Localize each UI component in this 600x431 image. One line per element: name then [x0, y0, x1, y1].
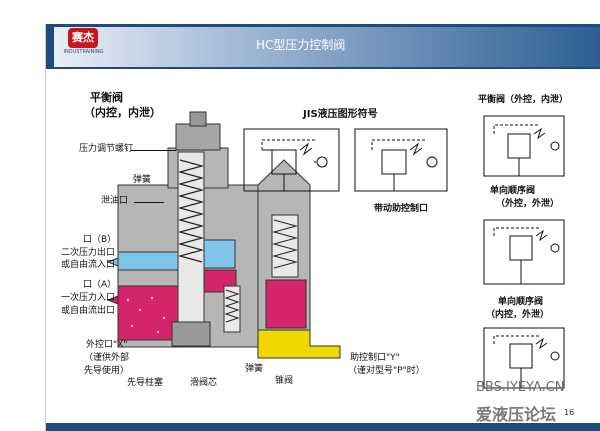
- adjust-screw: [189, 111, 207, 127]
- watermark-text: 爱液压论坛: [476, 405, 557, 424]
- pressure-chamber: [117, 285, 179, 341]
- main-spring: [177, 159, 205, 263]
- left-title-2: （内控，内泄）: [84, 106, 161, 119]
- logo-tagline: INDUSTRAINING: [63, 49, 104, 55]
- side-pressure-chamber: [265, 279, 307, 329]
- header-gradient: [54, 27, 600, 67]
- label-port-a: 口（A）: [83, 280, 117, 290]
- label-poppet: 锥阀: [275, 376, 294, 386]
- pressure-dots: [126, 296, 166, 334]
- pilot-plunger: [171, 321, 211, 347]
- port-a-arrow: [106, 295, 119, 305]
- company-logo: 赛杰 INDUSTRAINING: [56, 27, 111, 57]
- symbol-check-sequence-ext: [483, 219, 565, 285]
- label-spool: 滑阀芯: [190, 378, 218, 388]
- label-spring-top: 弹簧: [133, 175, 152, 185]
- label-free-in: 或自由流入口: [61, 260, 116, 270]
- label-aux-port: 助控制口"Y": [350, 353, 400, 363]
- page-number: 16: [564, 408, 575, 417]
- jis-symbol-aux: [354, 128, 448, 192]
- jis-symbol-main: [243, 128, 340, 192]
- label-port-b: 口（B）: [83, 235, 117, 245]
- label-free-out: 或自由流出口: [61, 306, 116, 316]
- aux-caption: 带动助控制口: [374, 204, 429, 214]
- label-ext-port: 外控口"X": [86, 340, 128, 350]
- symbol-2-label-2: （外控，外泄）: [496, 199, 560, 209]
- port-b-arrow: [106, 257, 119, 267]
- label-ext-note-1: （谨供外部: [84, 353, 130, 363]
- symbol-3-label-2: （内控，外泄）: [486, 310, 550, 320]
- poppet-bore: [223, 285, 241, 333]
- left-title-1: 平衡阀: [90, 91, 123, 104]
- label-ext-note-2: 先导使用）: [84, 366, 130, 376]
- poppet-spring: [224, 289, 240, 323]
- label-primary-in: 一次压力入口: [61, 293, 116, 303]
- pilot-chamber: [117, 251, 179, 271]
- symbol-1-label: 平衡阀（外控，内泄）: [478, 95, 569, 105]
- footer-bar: [46, 423, 600, 431]
- symbol-balance-external: [483, 115, 565, 177]
- label-drain: 泄油口: [101, 196, 129, 206]
- adjust-cap: [175, 123, 221, 151]
- side-spring: [272, 219, 298, 269]
- pilot-chamber-right: [203, 239, 236, 269]
- label-spring-bottom: 弹簧: [245, 364, 264, 374]
- symbol-check-sequence-int: [483, 327, 565, 389]
- aux-port-channel: [257, 329, 341, 359]
- watermark-url: BBS.IYEYA.CN: [476, 380, 565, 395]
- label-adjust-screw: 压力调节螺钉: [79, 144, 134, 154]
- label-pilot-plunger: 先导柱塞: [127, 378, 164, 388]
- label-aux-note: （谨对型号"P"时）: [348, 366, 425, 376]
- jis-title: JIS液压图形符号: [303, 109, 378, 120]
- logo-mark: 赛杰: [68, 28, 98, 48]
- symbol-3-label-1: 单向顺序阀: [498, 297, 544, 307]
- header-bar: 赛杰 INDUSTRAINING HC型压力控制阀: [46, 24, 600, 69]
- slide-title: HC型压力控制阀: [256, 38, 346, 52]
- label-secondary-out: 二次压力出口: [61, 248, 116, 258]
- symbol-2-label-1: 单向顺序阀: [490, 186, 536, 196]
